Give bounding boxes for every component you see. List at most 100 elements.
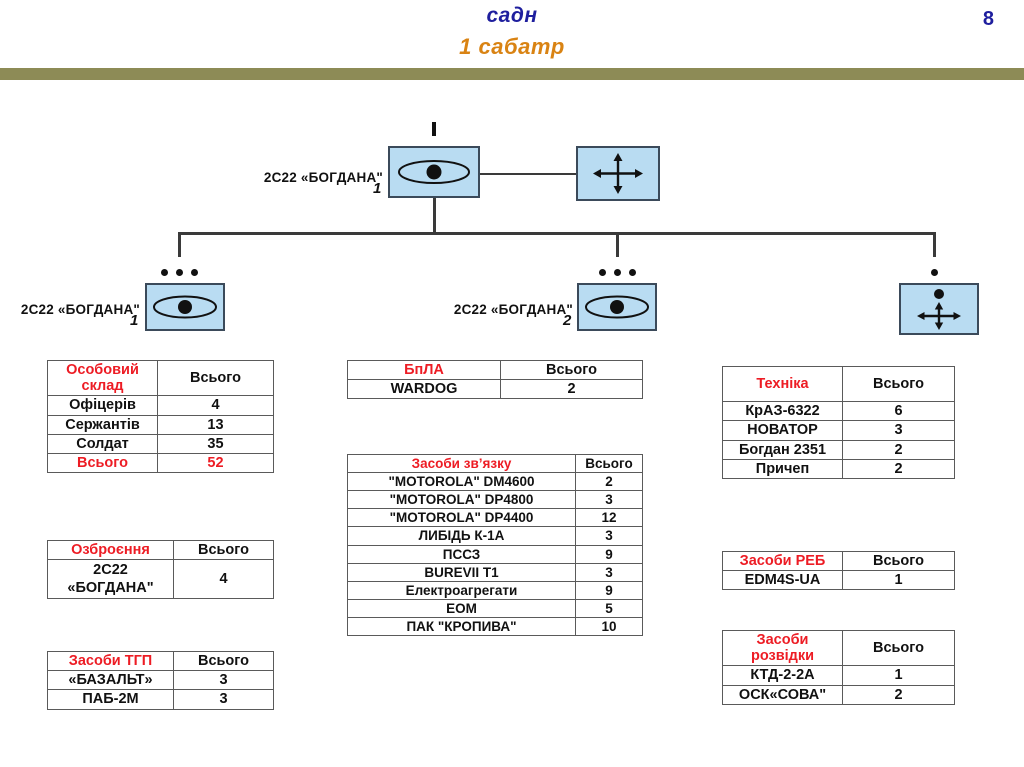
unit-number-platoon-2: 2 (563, 312, 572, 329)
ew-table: Засоби РЕБ Всього EDM4S-UA 1 (722, 550, 955, 591)
row-label: Сержантів (47, 414, 158, 435)
row-value: 5 (575, 598, 643, 618)
table-row: Сержантів 13 (47, 414, 274, 435)
unit-box-hq-support[interactable] (576, 146, 660, 201)
row-value: 9 (575, 544, 643, 564)
row-label: ПАБ-2М (47, 689, 174, 710)
row-value: 3 (173, 689, 274, 710)
connector-hq-down (433, 198, 436, 234)
table-row-total: Всього 52 (47, 453, 274, 474)
row-value: 35 (157, 433, 274, 455)
row-value: 10 (575, 616, 643, 637)
column-header: Всього (575, 453, 643, 474)
echelon-dot (191, 269, 198, 276)
row-label: КрАЗ-6322 (722, 401, 843, 422)
row-value: 52 (157, 453, 274, 474)
column-header: Особовий склад (47, 359, 158, 397)
column-header: БпЛА (347, 359, 501, 381)
row-value: 3 (575, 562, 643, 582)
row-value: 9 (575, 580, 643, 600)
column-header: Всього (157, 359, 274, 397)
page-title: садн (486, 4, 538, 27)
row-value: 2 (842, 684, 955, 705)
row-value: 4 (157, 395, 274, 416)
echelon-tick-company (432, 122, 436, 136)
table-header-row: Озброєння Всього (47, 539, 274, 561)
echelon-dot (599, 269, 606, 276)
unit-box-platoon-1[interactable] (145, 283, 225, 331)
page-number: 8 (982, 8, 994, 30)
column-header: Озброєння (47, 539, 174, 561)
row-label: Електроагрегати (347, 580, 576, 600)
table-row: КТД-2-2А 1 (722, 665, 955, 686)
row-label: WARDOG (347, 379, 501, 400)
unit-label-hq-battery: 2C22 «БОГДАНА" (263, 170, 383, 185)
row-label: Причеп (722, 458, 843, 480)
page-subtitle: 1 сабатр (459, 34, 565, 59)
column-header: Засоби зв’язку (347, 453, 576, 474)
unit-box-hq-battery[interactable] (388, 146, 480, 198)
comms-table: Засоби зв’язку Всього "MOTOROLA" DM4600 … (347, 453, 643, 637)
column-header: Техніка (722, 365, 843, 403)
unit-label-platoon-2: 2C22 «БОГДАНА" (453, 302, 573, 317)
row-value: 2 (842, 439, 955, 460)
four-arrows-icon (917, 289, 961, 330)
table-header-row: Засоби ТГП Всього (47, 650, 274, 672)
echelon-dot (161, 269, 168, 276)
table-row: 2C22 «БОГДАНА" 4 (47, 559, 274, 600)
row-label: Всього (47, 453, 158, 474)
org-chart: 2C22 «БОГДАНА" 1 2C22 (0, 82, 1024, 352)
recon-table: Засоби розвідки Всього КТД-2-2А 1 ОСК«СО… (722, 629, 955, 705)
personnel-table: Особовий склад Всього Офіцерів 4 Сержант… (47, 359, 274, 474)
row-label: "MOTOROLA" DM4600 (347, 472, 576, 492)
table-row: Солдат 35 (47, 433, 274, 455)
tgp-table: Засоби ТГП Всього «БАЗАЛЬТ» 3 ПАБ-2М 3 (47, 650, 274, 710)
four-arrows-icon (593, 153, 643, 194)
eye-ellipse-icon (153, 295, 217, 319)
row-label: Солдат (47, 433, 158, 455)
row-label: ПССЗ (347, 544, 576, 564)
row-value: 3 (842, 420, 955, 441)
table-row: "MOTOROLA" DM4600 2 (347, 472, 643, 492)
uav-table: БпЛА Всього WARDOG 2 (347, 359, 643, 400)
row-label: 2C22 «БОГДАНА" (47, 559, 174, 600)
table-row: EDM4S-UA 1 (722, 570, 955, 591)
column-header: Всього (842, 629, 955, 667)
row-value: 3 (575, 490, 643, 510)
column-header: Всього (500, 359, 643, 381)
row-value: 13 (157, 414, 274, 435)
table-row: ЛИБІДЬ К-1А 3 (347, 526, 643, 546)
row-label: Богдан 2351 (722, 439, 843, 460)
echelon-dot (931, 269, 938, 276)
table-row: НОВАТОР 3 (722, 420, 955, 441)
armament-table: Озброєння Всього 2C22 «БОГДАНА" 4 (47, 539, 274, 600)
row-label: ЕОМ (347, 598, 576, 618)
unit-number-platoon-1: 1 (130, 312, 139, 329)
row-value: 1 (842, 665, 955, 686)
row-label: КТД-2-2А (722, 665, 843, 686)
row-value: 4 (173, 559, 274, 600)
table-row: ПАБ-2М 3 (47, 689, 274, 710)
unit-box-support-section[interactable] (899, 283, 979, 335)
table-row: Електроагрегати 9 (347, 580, 643, 600)
vehicles-table: Техніка Всього КрАЗ-6322 6 НОВАТОР 3 Бог… (722, 365, 955, 480)
slide-header: садн 1 сабатр 8 (0, 0, 1024, 82)
header-divider-bar (0, 68, 1024, 80)
column-header: Всього (173, 650, 274, 672)
table-header-row: Засоби РЕБ Всього (722, 550, 955, 572)
table-row: ОСК«СОВА" 2 (722, 684, 955, 705)
row-label: ОСК«СОВА" (722, 684, 843, 705)
table-row: "MOTOROLA" DP4400 12 (347, 508, 643, 528)
unit-label-platoon-1: 2C22 «БОГДАНА" (20, 302, 140, 317)
row-value: 3 (173, 670, 274, 691)
column-header: Засоби РЕБ (722, 550, 843, 572)
row-label: "MOTOROLA" DP4400 (347, 508, 576, 528)
table-row: Богдан 2351 2 (722, 439, 955, 460)
connector-bus (178, 232, 936, 235)
eye-ellipse-icon (398, 160, 470, 184)
table-row: «БАЗАЛЬТ» 3 (47, 670, 274, 691)
row-value: 3 (575, 526, 643, 546)
table-header-row: Техніка Всього (722, 365, 955, 403)
column-header: Всього (173, 539, 274, 561)
unit-box-platoon-2[interactable] (577, 283, 657, 331)
